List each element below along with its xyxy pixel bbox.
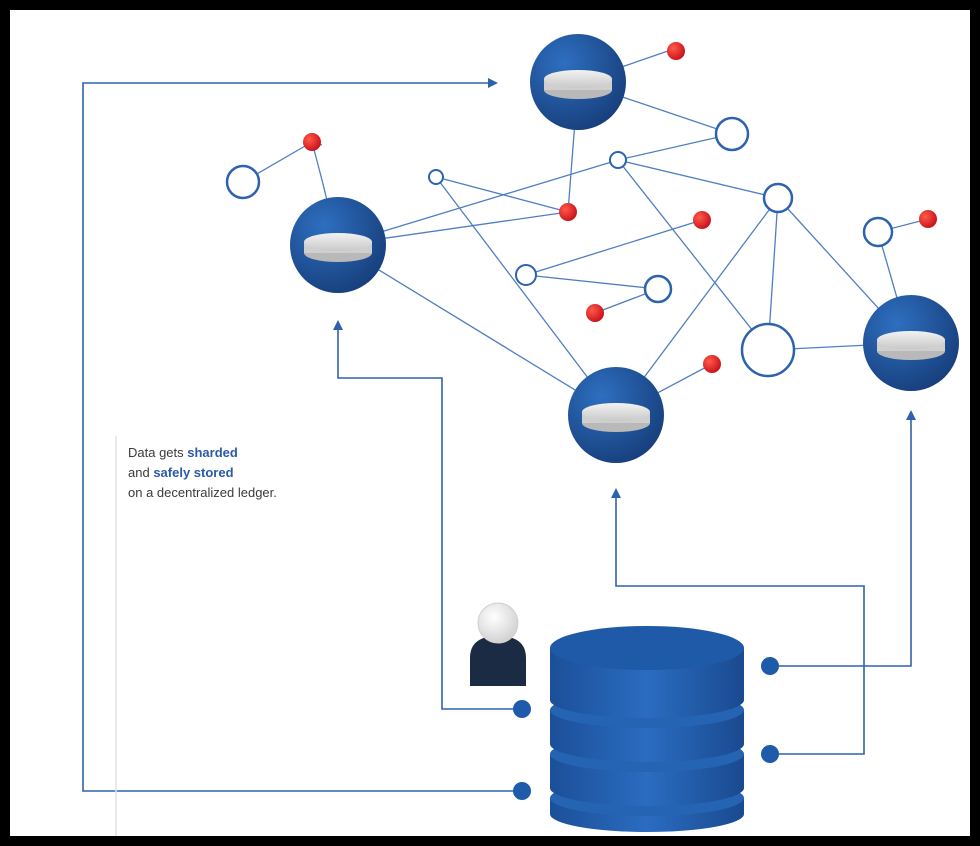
- peer-ring-icon: [740, 322, 796, 378]
- database-ports: [513, 657, 779, 800]
- storage-node-right: [863, 295, 959, 391]
- port-dot-icon: [513, 700, 531, 718]
- storage-node-bottom: [568, 367, 664, 463]
- peer-ring-icon: [762, 182, 794, 214]
- link: [617, 133, 733, 161]
- shard-dot-icon: [693, 211, 711, 229]
- peer-ring-icon: [515, 264, 537, 286]
- disk-icon: [582, 403, 650, 421]
- peer-rings: [225, 116, 894, 378]
- link: [337, 244, 617, 416]
- shard-dot-icon: [703, 355, 721, 373]
- shard-dot-icon: [303, 133, 321, 151]
- shard-dot-icon: [559, 203, 577, 221]
- user-body: [470, 636, 526, 686]
- storage-node-left: [290, 197, 386, 293]
- caption: Data gets sharded and safely stored on a…: [128, 443, 368, 503]
- shard-dot-icon: [586, 304, 604, 322]
- port-dot-icon: [513, 782, 531, 800]
- link: [435, 176, 569, 213]
- peer-ring-icon: [225, 164, 261, 200]
- link: [337, 159, 619, 246]
- arrowhead-up-icon: [333, 320, 343, 330]
- arrowhead-right-icon: [488, 78, 498, 88]
- user-icon: [470, 602, 526, 686]
- connector-db-to-top-node: [82, 82, 520, 792]
- diagram-frame: Data gets sharded and safely stored on a…: [10, 10, 970, 836]
- arrowhead-up-icon: [611, 488, 621, 498]
- port-dot-icon: [761, 657, 779, 675]
- highlight-sharded: sharded: [187, 445, 238, 460]
- link: [525, 274, 659, 290]
- disk-icon: [304, 233, 372, 251]
- database-top: [550, 626, 744, 670]
- disk-icon: [877, 331, 945, 349]
- peer-ring-icon: [428, 169, 444, 185]
- peer-ring-icon: [714, 116, 750, 152]
- link: [435, 176, 617, 416]
- connector-db-to-left-node: [337, 330, 520, 710]
- highlight-safely-stored: safely stored: [153, 465, 234, 480]
- caption-line-3: on a decentralized ledger.: [128, 485, 277, 500]
- shard-dot-icon: [919, 210, 937, 228]
- flow-connectors: [82, 82, 912, 836]
- shard-dots: [303, 42, 937, 373]
- caption-line-1: Data gets sharded: [128, 445, 238, 460]
- database-icon: [550, 626, 744, 832]
- peer-ring-icon: [643, 274, 673, 304]
- link: [617, 159, 779, 199]
- storage-node-top: [530, 34, 626, 130]
- connector-db-to-right-node: [772, 420, 912, 667]
- caption-line-2: and safely stored: [128, 465, 234, 480]
- arrowhead-up-icon: [906, 410, 916, 420]
- connector-db-to-bottom-node: [615, 498, 865, 755]
- link: [525, 219, 703, 276]
- link: [617, 159, 769, 351]
- disk-icon: [544, 70, 612, 88]
- shard-dot-icon: [667, 42, 685, 60]
- network-diagram: [82, 34, 959, 836]
- peer-ring-icon: [609, 151, 627, 169]
- user-head: [477, 602, 519, 644]
- port-dot-icon: [761, 745, 779, 763]
- arrowheads: [333, 78, 916, 498]
- peer-ring-icon: [862, 216, 894, 248]
